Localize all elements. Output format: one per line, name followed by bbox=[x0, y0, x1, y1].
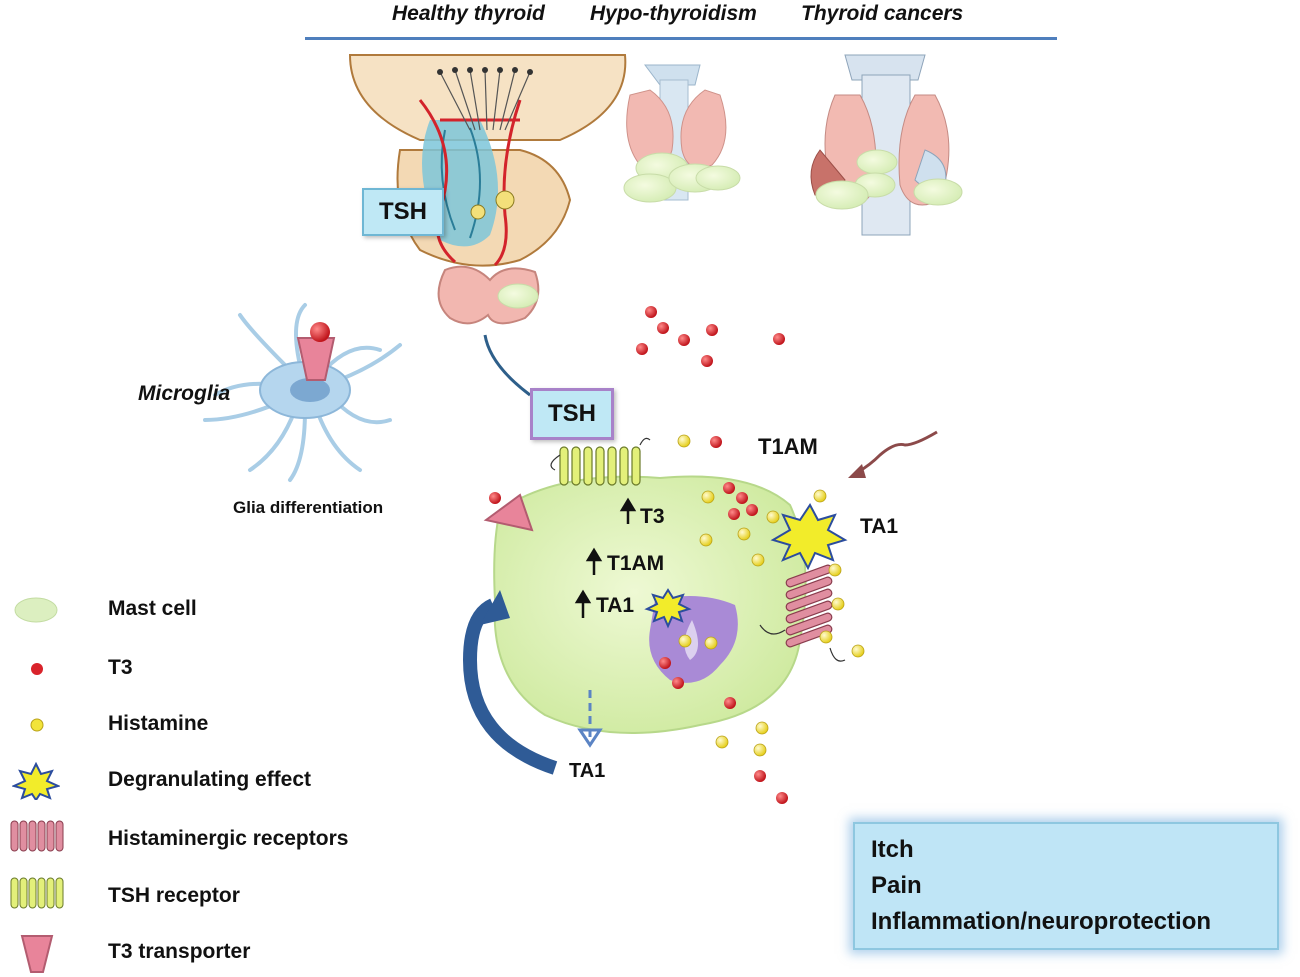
tsh-connector-line bbox=[483, 334, 531, 397]
t3-transporter-on-cell bbox=[483, 493, 534, 532]
ta1-bottom-label: TA1 bbox=[569, 760, 606, 782]
pituitary-illustration bbox=[348, 54, 627, 325]
feedback-arrow bbox=[462, 598, 558, 775]
up-ta1-label: TA1 bbox=[596, 594, 635, 617]
tsh-receptor-on-cell bbox=[550, 437, 651, 486]
legend-label: Histaminergic receptors bbox=[108, 827, 349, 850]
up-t1am-label: T1AM bbox=[607, 552, 665, 575]
histamine-particles bbox=[677, 434, 865, 757]
hypothyroid-gland-illustration bbox=[623, 64, 741, 203]
header-thyroid-cancers: Thyroid cancers bbox=[801, 2, 964, 25]
header-divider bbox=[305, 37, 1057, 40]
outcome-itch: Itch bbox=[871, 836, 914, 863]
legend-row-mast-cell: Mast cell bbox=[0, 590, 420, 630]
legend-label: TSH receptor bbox=[108, 884, 240, 907]
mast-cell-illustration bbox=[493, 475, 807, 734]
mast-cell-icon bbox=[14, 597, 58, 623]
microglia-cell-illustration bbox=[203, 303, 402, 482]
t3-particles bbox=[489, 306, 788, 804]
legend-row-t3: T3 bbox=[0, 648, 420, 688]
t1am-outside-label: T1AM bbox=[758, 434, 818, 459]
legend-label: Histamine bbox=[108, 712, 209, 735]
header-healthy-thyroid: Healthy thyroid bbox=[392, 2, 545, 25]
glia-differentiation-caption: Glia differentiation bbox=[233, 498, 384, 517]
legend-label: T3 bbox=[108, 656, 133, 679]
degranulating-burst-outer bbox=[770, 503, 848, 571]
outcome-pain: Pain bbox=[871, 872, 922, 899]
legend-label: Degranulating effect bbox=[108, 768, 312, 791]
microglia-label: Microglia bbox=[138, 382, 231, 405]
ta1-outside-label: TA1 bbox=[860, 515, 899, 538]
tsh-label-top: TSH bbox=[362, 188, 444, 236]
legend-label: Mast cell bbox=[108, 597, 197, 620]
legend-row-histaminergic: Histaminergic receptors bbox=[0, 815, 420, 855]
legend-label: T3 transporter bbox=[108, 940, 251, 963]
tsh-label-mid: TSH bbox=[530, 388, 614, 440]
legend-row-tsh-receptor: TSH receptor bbox=[0, 872, 420, 912]
histaminergic-receptor-on-cell bbox=[759, 564, 846, 662]
degranulating-burst-inner bbox=[644, 588, 692, 629]
histamine-dot-icon bbox=[30, 718, 44, 732]
outcome-inflammation: Inflammation/neuroprotection bbox=[871, 908, 1212, 935]
outcomes-box: Itch Pain Inflammation/neuroprotection bbox=[853, 822, 1279, 950]
legend-row-t3-transporter: T3 transporter bbox=[0, 928, 420, 973]
t3-transporter-icon bbox=[20, 935, 54, 973]
legend-row-degranulating: Degranulating effect bbox=[0, 760, 420, 800]
t3-dot-icon bbox=[31, 663, 43, 675]
tsh-receptor-icon bbox=[10, 877, 64, 909]
degranulating-burst-icon bbox=[12, 762, 60, 800]
histaminergic-receptor-icon bbox=[10, 820, 64, 852]
up-arrows bbox=[574, 497, 637, 618]
header-hypothyroidism: Hypo-thyroidism bbox=[590, 2, 757, 25]
cancer-gland-illustration bbox=[810, 54, 963, 236]
incoming-arrow bbox=[857, 430, 938, 474]
up-t3-label: T3 bbox=[640, 505, 665, 528]
legend-row-histamine: Histamine bbox=[0, 704, 420, 744]
